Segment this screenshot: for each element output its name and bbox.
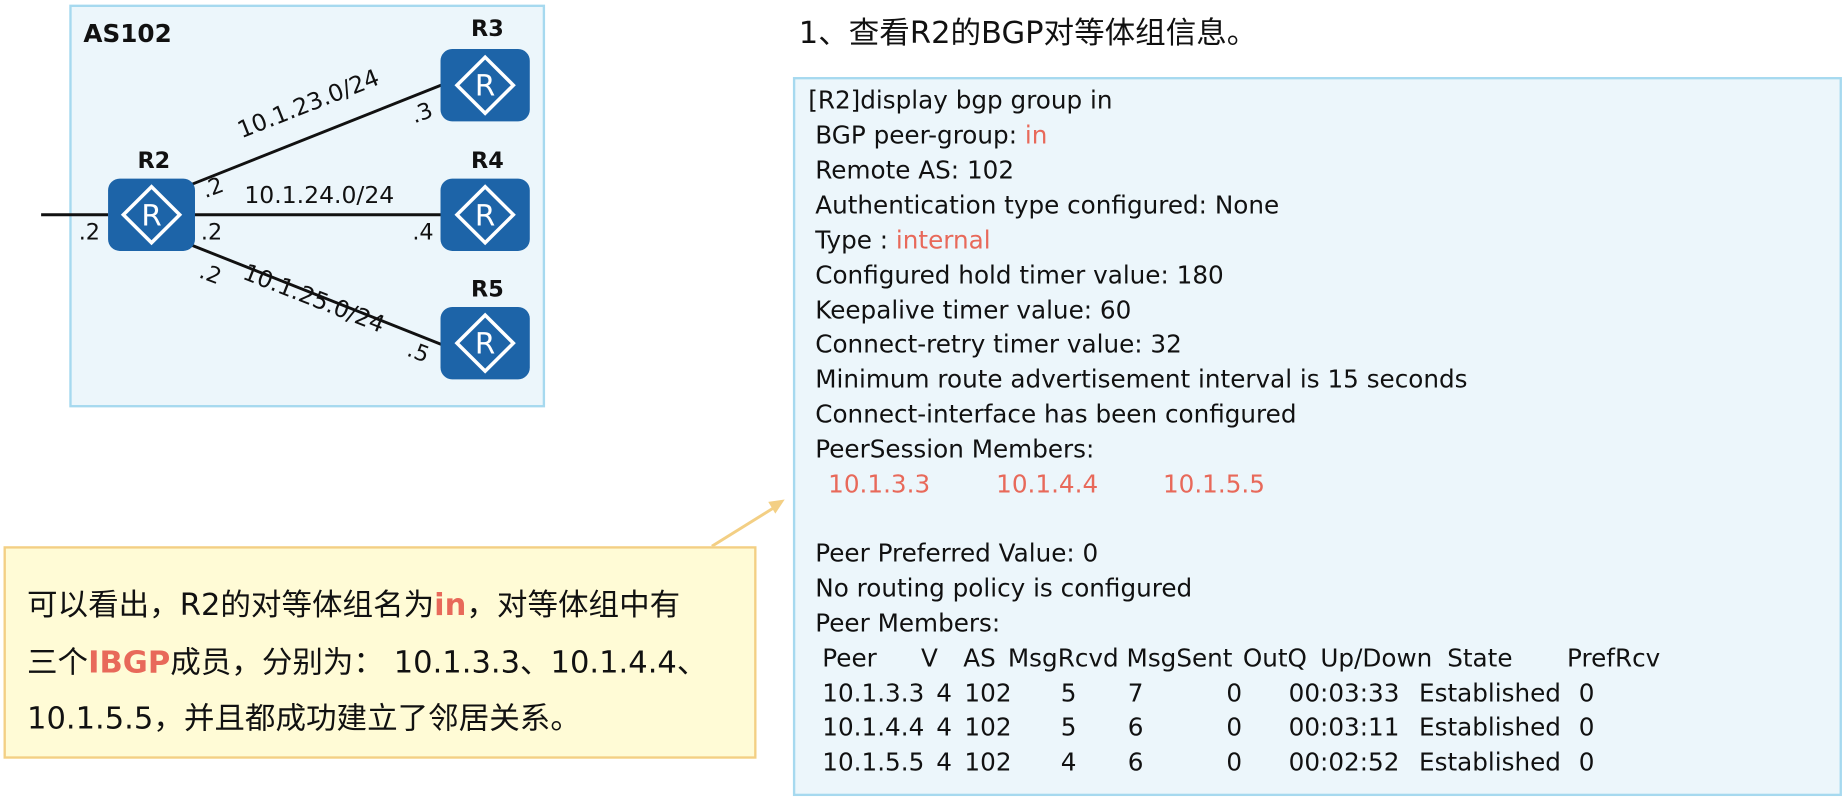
- router-r4-icon: R: [440, 178, 530, 251]
- peer-table-header: PrefRcv: [1567, 644, 1661, 673]
- callout-arrow: [711, 504, 779, 548]
- peer-version: 4: [936, 748, 952, 777]
- subnet-label-r2-r4: 10.1.24.0/24: [244, 180, 395, 209]
- cli-peer-members-label: Peer Members:: [815, 609, 1001, 638]
- as-label: AS102: [83, 19, 172, 48]
- peer-group-label: BGP peer-group:: [815, 121, 1025, 150]
- peer-state: Established: [1419, 713, 1561, 742]
- peer-as: 102: [964, 679, 1012, 708]
- peer-msgrcvd: 4: [1060, 748, 1077, 777]
- note-line-2-suffix: 成员，分别为： 10.1.3.3、10.1.4.4、: [170, 645, 708, 681]
- cli-connect-retry: Connect-retry timer value: 32: [815, 330, 1182, 359]
- router-r2-glyph: R: [141, 198, 161, 232]
- router-r4-glyph: R: [475, 198, 495, 232]
- peer-session-member: 10.1.5.5: [1162, 470, 1265, 499]
- peer-msgsent: 6: [1127, 713, 1144, 742]
- ip-r2-to-r4: .2: [200, 219, 223, 246]
- peer-address: 10.1.4.4: [822, 713, 925, 742]
- callout-arrowhead: [768, 499, 785, 514]
- cli-auth-type: Authentication type configured: None: [815, 191, 1280, 220]
- peer-table-header: State: [1447, 644, 1513, 673]
- peer-outq: 0: [1226, 679, 1243, 708]
- type-label: Type :: [815, 226, 896, 255]
- cli-peer-preferred: Peer Preferred Value: 0: [815, 539, 1099, 568]
- router-r5-icon: R: [440, 306, 530, 380]
- peer-as: 102: [964, 713, 1012, 742]
- peer-msgsent: 6: [1127, 748, 1144, 777]
- router-r5-label: R5: [471, 276, 504, 303]
- topology-diagram: R R R R: [41, 49, 785, 548]
- router-r2-label: R2: [137, 148, 171, 174]
- peer-address: 10.1.5.5: [822, 748, 925, 777]
- note-line-3: 10.1.5.5，并且都成功建立了邻居关系。: [27, 701, 581, 737]
- peer-as: 102: [964, 748, 1012, 777]
- peer-state: Established: [1419, 748, 1561, 777]
- peer-table-header: MsgSent: [1126, 644, 1233, 673]
- cli-output-panel: [792, 77, 1842, 797]
- cli-peer-group: BGP peer-group: in: [815, 121, 1047, 149]
- router-r5-glyph: R: [475, 327, 495, 361]
- peer-table-header: Peer: [822, 644, 877, 673]
- peer-updown: 00:03:11: [1288, 713, 1400, 742]
- peer-msgsent: 7: [1127, 679, 1144, 708]
- peer-table-header: Up/Down: [1320, 644, 1433, 673]
- note-group-name: in: [434, 588, 467, 624]
- peer-version: 4: [936, 679, 952, 708]
- ip-external: .2: [78, 219, 101, 246]
- peer-table-header: MsgRcvd: [1007, 644, 1119, 673]
- peer-state: Established: [1419, 679, 1561, 708]
- peer-prefrcv: 0: [1578, 748, 1595, 777]
- peer-group-value: in: [1024, 121, 1048, 150]
- cli-type: Type : internal: [815, 226, 990, 254]
- note-line-1-prefix: 可以看出，R2的对等体组名为: [27, 588, 435, 624]
- cli-min-route-adv: Minimum route advertisement interval is …: [815, 365, 1468, 394]
- peer-session-member: 10.1.4.4: [996, 470, 1099, 499]
- peer-prefrcv: 0: [1578, 713, 1595, 742]
- peer-prefrcv: 0: [1578, 679, 1595, 708]
- cli-connect-interface: Connect-interface has been configured: [815, 400, 1297, 429]
- router-r3-label: R3: [471, 16, 504, 43]
- router-r4-label: R4: [471, 148, 504, 174]
- link-r2-r3: [190, 82, 445, 186]
- peer-table-header: AS: [963, 644, 996, 673]
- router-r3-icon: R: [440, 49, 530, 122]
- explanation-note: 可以看出，R2的对等体组名为in，对等体组中有 三个IBGP成员，分别为： 10…: [3, 546, 757, 759]
- ip-r4: .4: [412, 219, 434, 246]
- note-line-1-suffix: ，对等体组中有: [466, 588, 681, 624]
- peer-updown: 00:03:33: [1288, 679, 1400, 708]
- peer-table-header: OutQ: [1242, 644, 1307, 673]
- note-line-2-prefix: 三个: [27, 645, 89, 681]
- cli-command: [R2]display bgp group in: [808, 86, 1113, 115]
- peer-address: 10.1.3.3: [822, 679, 925, 708]
- peer-updown: 00:02:52: [1288, 748, 1400, 777]
- peer-version: 4: [936, 713, 952, 742]
- peer-outq: 0: [1226, 713, 1243, 742]
- cli-routing-policy: No routing policy is configured: [815, 574, 1193, 603]
- cli-hold-timer: Configured hold timer value: 180: [815, 261, 1224, 290]
- cli-peer-session-label: PeerSession Members:: [815, 435, 1095, 464]
- note-ibgp: IBGP: [88, 645, 171, 681]
- note-line-2: 三个IBGP成员，分别为： 10.1.3.3、10.1.4.4、: [27, 638, 707, 681]
- peer-msgrcvd: 5: [1060, 679, 1077, 708]
- router-r2-icon: R: [108, 178, 196, 251]
- peer-session-member: 10.1.3.3: [828, 470, 931, 499]
- cli-remote-as: Remote AS: 102: [815, 156, 1015, 185]
- link-r2-r5: [190, 243, 445, 347]
- peer-outq: 0: [1226, 748, 1243, 777]
- type-value: internal: [895, 226, 991, 255]
- peer-table-header: V: [920, 644, 938, 673]
- peer-msgrcvd: 5: [1060, 713, 1077, 742]
- router-r3-glyph: R: [475, 69, 495, 103]
- step-heading: 1、查看R2的BGP对等体组信息。: [798, 16, 1258, 52]
- note-line-1: 可以看出，R2的对等体组名为in，对等体组中有: [27, 581, 680, 624]
- cli-keepalive: Keepalive timer value: 60: [815, 296, 1132, 325]
